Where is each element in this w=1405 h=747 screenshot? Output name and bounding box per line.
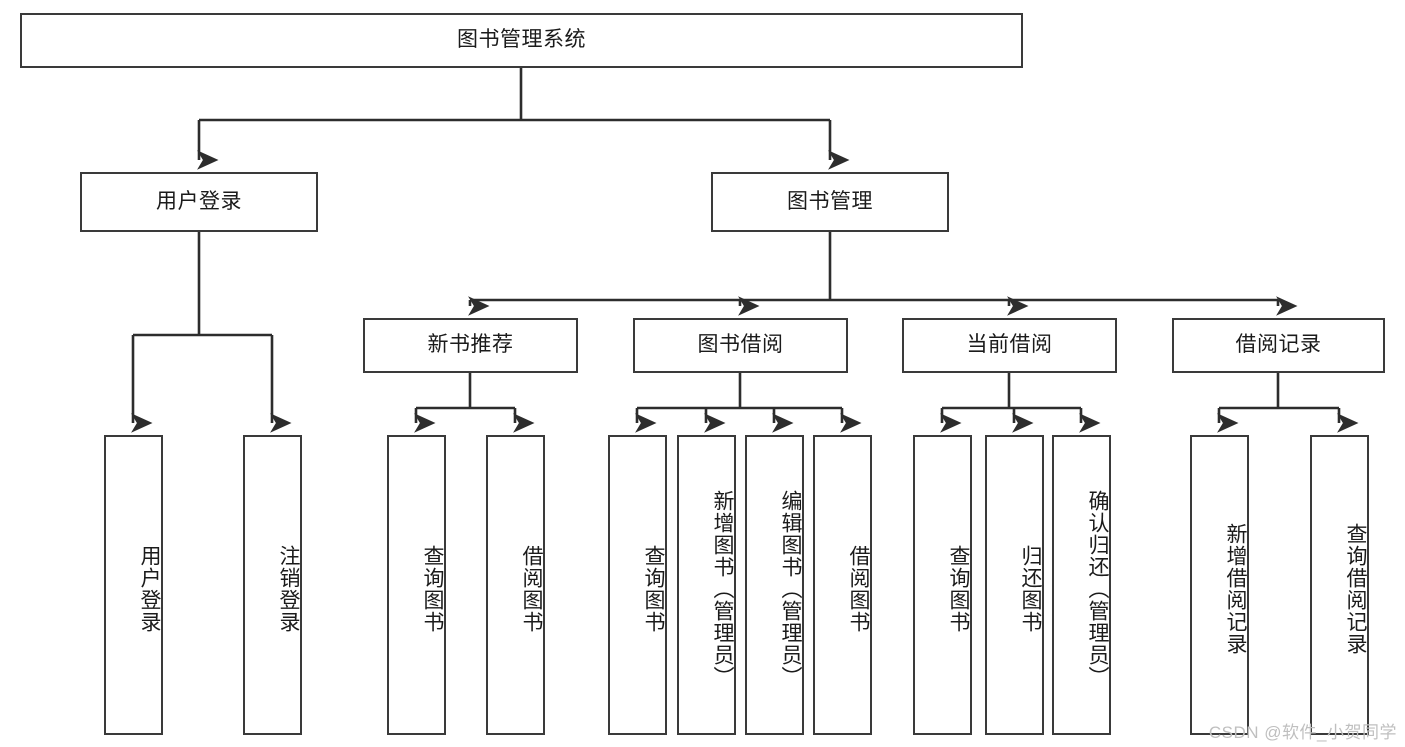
- node-user-login[interactable]: 用户登录: [80, 172, 318, 232]
- node-user-login-label: 用户登录: [156, 189, 242, 213]
- node-leaf-logout-label: 注销登录: [277, 545, 300, 633]
- node-book-management-label: 图书管理: [787, 189, 873, 213]
- node-leaf-query-book-borrow[interactable]: 查询图书: [608, 435, 667, 735]
- node-leaf-query-book-newbook[interactable]: 查询图书: [387, 435, 446, 735]
- node-leaf-logout[interactable]: 注销登录: [243, 435, 302, 735]
- node-leaf-user-login-label: 用户登录: [138, 545, 161, 633]
- node-book-management[interactable]: 图书管理: [711, 172, 949, 232]
- node-borrow-records-label: 借阅记录: [1235, 333, 1322, 357]
- node-leaf-edit-book-admin-label: 编辑图书（管理员）: [779, 490, 802, 688]
- node-book-borrow-label: 图书借阅: [697, 333, 784, 357]
- node-leaf-borrow-book-newbook[interactable]: 借阅图书: [486, 435, 545, 735]
- node-leaf-confirm-return-admin[interactable]: 确认归还（管理员）: [1052, 435, 1111, 735]
- node-leaf-add-book-admin[interactable]: 新增图书（管理员）: [677, 435, 736, 735]
- node-leaf-query-book-current[interactable]: 查询图书: [913, 435, 972, 735]
- node-leaf-add-borrow-record[interactable]: 新增借阅记录: [1190, 435, 1249, 735]
- node-current-borrow[interactable]: 当前借阅: [902, 318, 1117, 373]
- node-root-label: 图书管理系统: [457, 28, 586, 52]
- node-leaf-query-borrow-record[interactable]: 查询借阅记录: [1310, 435, 1369, 735]
- node-leaf-edit-book-admin[interactable]: 编辑图书（管理员）: [745, 435, 804, 735]
- node-borrow-records[interactable]: 借阅记录: [1172, 318, 1385, 373]
- node-leaf-lend-book[interactable]: 借阅图书: [813, 435, 872, 735]
- node-leaf-query-book-current-label: 查询图书: [947, 545, 970, 633]
- watermark-text: CSDN @软件_小贺同学: [1208, 723, 1397, 742]
- node-leaf-query-borrow-record-label: 查询借阅记录: [1344, 523, 1367, 655]
- node-leaf-query-book-newbook-label: 查询图书: [421, 545, 444, 633]
- node-new-book-recommend-label: 新书推荐: [427, 333, 514, 357]
- node-book-borrow[interactable]: 图书借阅: [633, 318, 848, 373]
- node-leaf-return-book[interactable]: 归还图书: [985, 435, 1044, 735]
- node-leaf-user-login[interactable]: 用户登录: [104, 435, 163, 735]
- node-leaf-borrow-book-newbook-label: 借阅图书: [520, 545, 543, 633]
- node-new-book-recommend[interactable]: 新书推荐: [363, 318, 578, 373]
- node-leaf-confirm-return-admin-label: 确认归还（管理员）: [1086, 490, 1109, 688]
- node-current-borrow-label: 当前借阅: [966, 333, 1053, 357]
- node-leaf-lend-book-label: 借阅图书: [847, 545, 870, 633]
- node-root[interactable]: 图书管理系统: [20, 13, 1023, 68]
- node-leaf-add-borrow-record-label: 新增借阅记录: [1224, 523, 1247, 655]
- node-leaf-query-book-borrow-label: 查询图书: [642, 545, 665, 633]
- node-leaf-return-book-label: 归还图书: [1019, 545, 1042, 633]
- node-leaf-add-book-admin-label: 新增图书（管理员）: [711, 490, 734, 688]
